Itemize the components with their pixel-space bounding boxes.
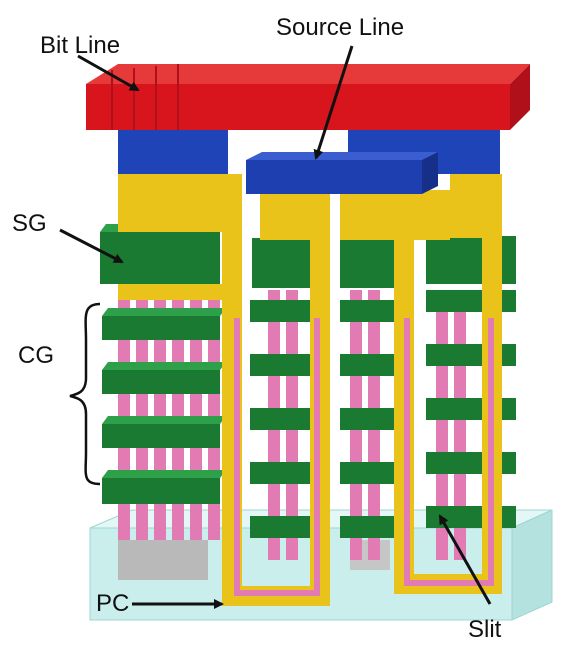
bit-line-label: Bit Line bbox=[40, 32, 121, 59]
u-channel-right bbox=[394, 174, 502, 594]
control-gates-left bbox=[102, 308, 226, 504]
cg-label: CG bbox=[18, 342, 54, 369]
source-line-bar bbox=[246, 152, 438, 194]
sg-arrow bbox=[59, 228, 124, 264]
bit-line-arrow bbox=[77, 54, 140, 92]
sg-label: SG bbox=[12, 210, 47, 237]
u-channel-left bbox=[222, 174, 330, 606]
blue-pillar-tops bbox=[118, 128, 500, 174]
source-line-arrow bbox=[313, 45, 354, 160]
slit-label: Slit bbox=[468, 616, 502, 643]
source-line-label: Source Line bbox=[276, 14, 405, 41]
bit-line-bar bbox=[86, 64, 530, 130]
pc-label: PC bbox=[96, 590, 130, 617]
cg-brace bbox=[69, 302, 101, 486]
slit-arrow bbox=[438, 514, 492, 605]
